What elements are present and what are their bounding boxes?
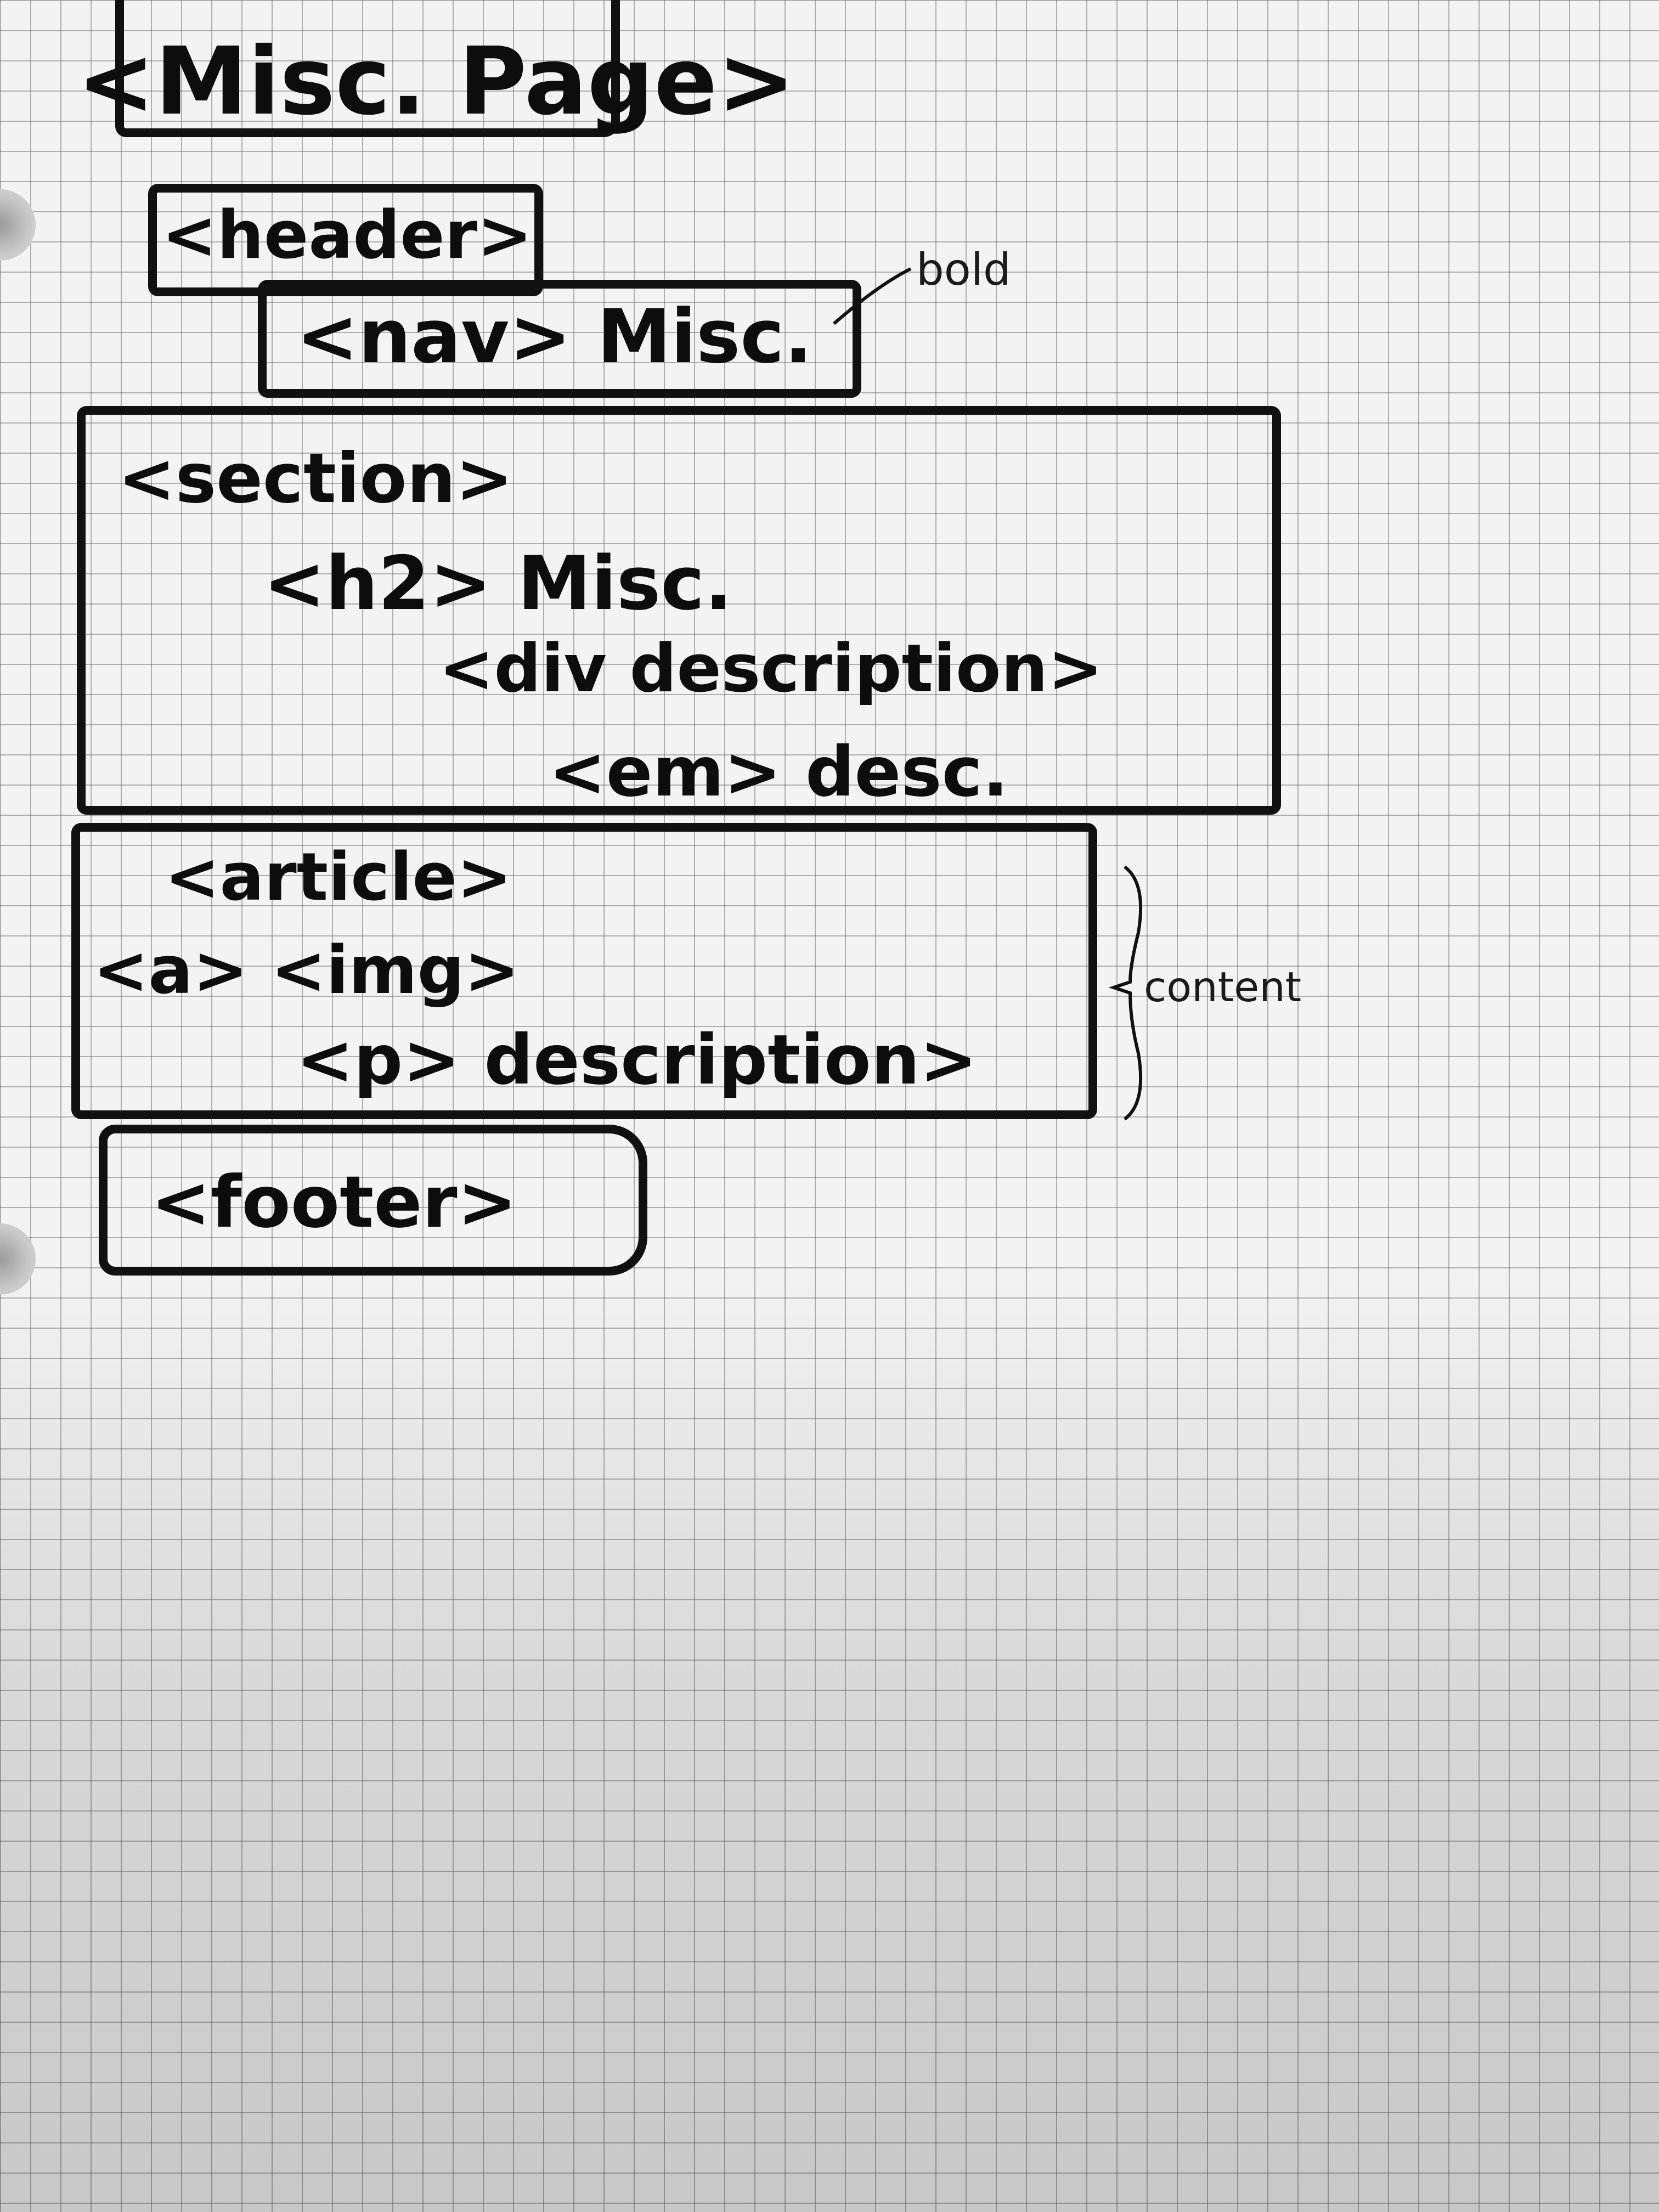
section-em-desc: <em> desc. bbox=[549, 732, 1009, 812]
section-div-description: <div description> bbox=[439, 631, 1103, 707]
title-box bbox=[115, 0, 620, 137]
article-box bbox=[71, 823, 1097, 1119]
article-p-description: <p> description> bbox=[296, 1020, 978, 1100]
header-tag: <header> bbox=[162, 198, 533, 274]
footer-box bbox=[99, 1125, 647, 1276]
article-tag: <article> bbox=[165, 839, 512, 916]
section-h2: <h2> Misc. bbox=[263, 540, 733, 627]
section-tag: <section> bbox=[118, 439, 514, 518]
article-a-img: <a> <img> bbox=[93, 933, 520, 1009]
header-box bbox=[148, 184, 543, 296]
bold-note: bold bbox=[916, 244, 1011, 295]
nav-text: <nav> Misc. bbox=[296, 294, 812, 380]
section-box bbox=[77, 406, 1281, 815]
footer-tag: <footer> bbox=[151, 1160, 517, 1244]
content-note: content bbox=[1144, 963, 1302, 1011]
nav-box bbox=[258, 280, 861, 398]
page-title: <Misc. Page> bbox=[77, 27, 795, 136]
